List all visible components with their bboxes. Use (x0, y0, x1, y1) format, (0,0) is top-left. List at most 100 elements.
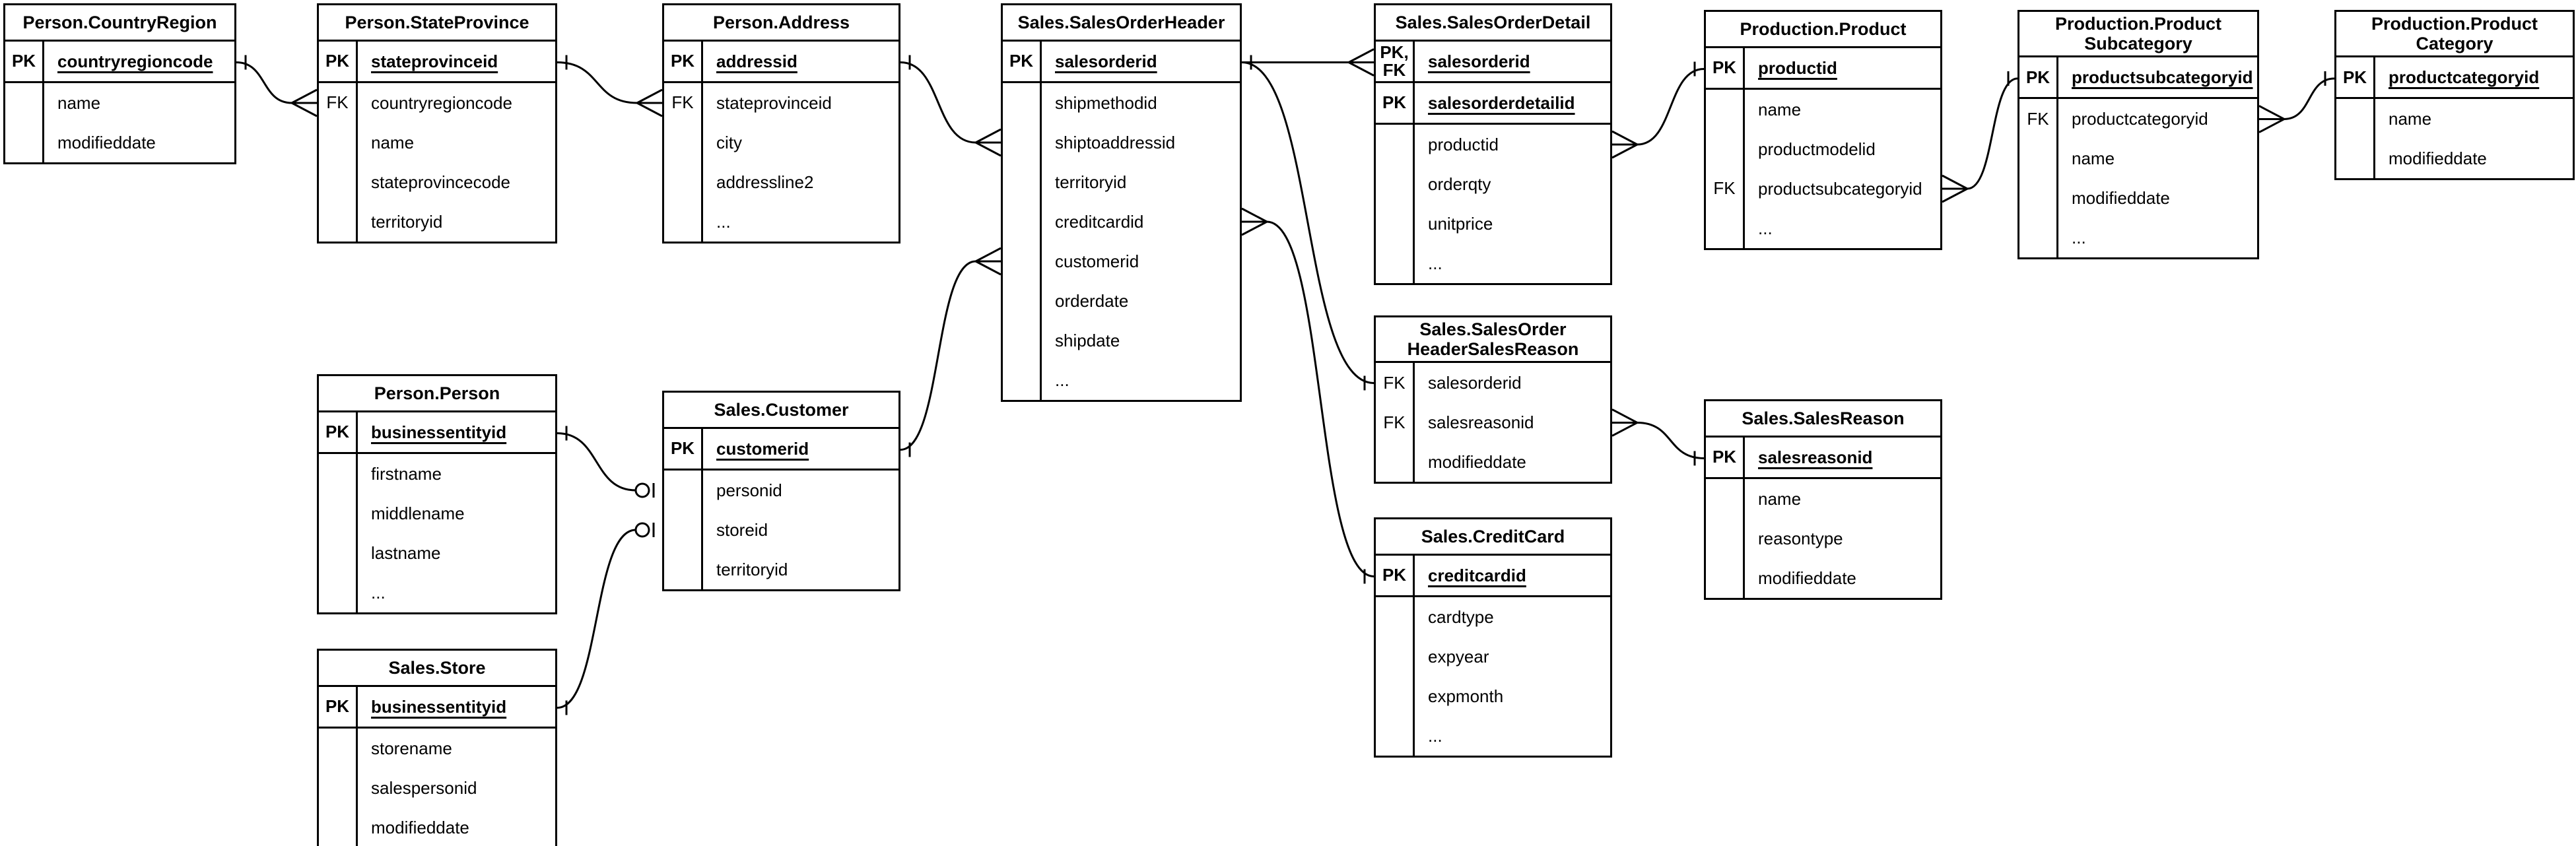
table-title: Production.Product Subcategory (2019, 12, 2257, 58)
field-modifieddate: modifieddate (1428, 451, 1526, 472)
key-badge-empty (1706, 209, 1745, 248)
table-title: Person.CountryRegion (5, 5, 234, 42)
field-salesorderid: salesorderid (1055, 51, 1157, 71)
connector-sales-store-businessentityid-to-sales-customer-storeid (557, 522, 655, 715)
key-badge-empty (319, 494, 358, 533)
table-row: PK salesreasonid (1706, 438, 1940, 479)
key-badge-empty (2019, 178, 2058, 218)
field-customerid: customerid (716, 438, 809, 459)
field-productid: productid (1428, 134, 1499, 154)
key-badge-empty (319, 768, 358, 808)
table-row: stateprovincecode (319, 162, 555, 202)
table-row: modifieddate (1706, 558, 1940, 598)
table-row: modifieddate (5, 123, 234, 162)
table-row: firstname (319, 454, 555, 494)
field-name: name (2072, 148, 2115, 168)
table-row: ... (1376, 716, 1610, 756)
key-badge: FK (319, 83, 358, 123)
table-row: customerid (1003, 242, 1240, 281)
key-badge: PK (1376, 83, 1415, 123)
field-middlename: middlename (371, 503, 465, 523)
table-row: addressline2 (664, 162, 898, 202)
table-row: city (664, 123, 898, 162)
key-badge-empty (5, 123, 44, 162)
field-productmodelid: productmodelid (1758, 139, 1876, 159)
table-row: territoryid (319, 202, 555, 242)
field-firstname: firstname (371, 463, 442, 484)
table-row: PK salesorderid (1003, 42, 1240, 83)
field-salesorderdetailid: salesorderdetailid (1428, 92, 1575, 113)
field-salesorderid: salesorderid (1428, 51, 1530, 71)
key-badge-empty (1003, 360, 1042, 400)
field-territoryid: territoryid (716, 559, 788, 579)
table-row: ... (664, 202, 898, 242)
field-salesreasonid: salesreasonid (1758, 447, 1873, 467)
connector-sales-salesorderheader-salesorderid-to-sales-salesorderheadersalesreason-salesorderid (1241, 55, 1374, 391)
key-badge-empty (664, 550, 703, 589)
key-badge-empty (1376, 442, 1415, 482)
field-stateprovinceid: stateprovinceid (716, 92, 832, 113)
key-badge: FK (2019, 99, 2058, 139)
connector-sales-salesorderheadersalesreason-salesreasonid-to-sales-salesreason-salesreasonid (1611, 408, 1705, 466)
field-businessentityid: businessentityid (371, 696, 507, 717)
key-badge: PK, FK (1376, 42, 1415, 81)
field-expmonth: expmonth (1428, 686, 1504, 706)
table-title: Sales.CreditCard (1376, 519, 1610, 556)
key-badge: PK (2336, 57, 2375, 98)
table-row: orderqty (1376, 164, 1610, 204)
key-badge-empty (664, 471, 703, 510)
field-modifieddate: modifieddate (371, 817, 469, 837)
key-badge: PK (1706, 48, 1745, 88)
table-title: Sales.Customer (664, 393, 898, 429)
connector-sales-salesorderheader-creditcardid-to-sales-creditcard-creditcardid (1241, 207, 1374, 584)
field-shipmethodid: shipmethodid (1055, 92, 1157, 113)
key-badge-empty (1376, 597, 1415, 637)
key-badge-empty (1706, 90, 1745, 129)
table-title: Sales.Store (319, 651, 555, 687)
key-badge: PK (664, 429, 703, 469)
field-orderdate: orderdate (1055, 290, 1129, 311)
key-badge: FK (664, 83, 703, 123)
key-badge-empty (2336, 99, 2375, 139)
field-expyear: expyear (1428, 646, 1489, 667)
table-row: PK, FK salesorderid (1376, 42, 1610, 83)
key-badge-empty (1376, 244, 1415, 283)
field-storename: storename (371, 738, 452, 758)
connector-person-person-businessentityid-to-sales-customer-personid (557, 426, 655, 498)
key-badge-empty (5, 83, 44, 123)
key-badge: PK (1706, 438, 1745, 477)
table-title: Person.Address (664, 5, 898, 42)
connector-person-address-addressid-to-sales-salesorderheader-shiptoaddressid (900, 55, 1001, 157)
table-title: Sales.SalesOrderDetail (1376, 5, 1610, 42)
key-badge: PK (319, 42, 358, 81)
field-orderqty: orderqty (1428, 174, 1491, 194)
key-badge-empty (319, 202, 358, 242)
key-badge: PK (1003, 42, 1042, 81)
table-row: storeid (664, 510, 898, 550)
key-badge-empty (1706, 519, 1745, 558)
key-badge-empty (1376, 125, 1415, 164)
table-title: Sales.SalesOrderHeader (1003, 5, 1240, 42)
table-row: modifieddate (319, 808, 555, 846)
